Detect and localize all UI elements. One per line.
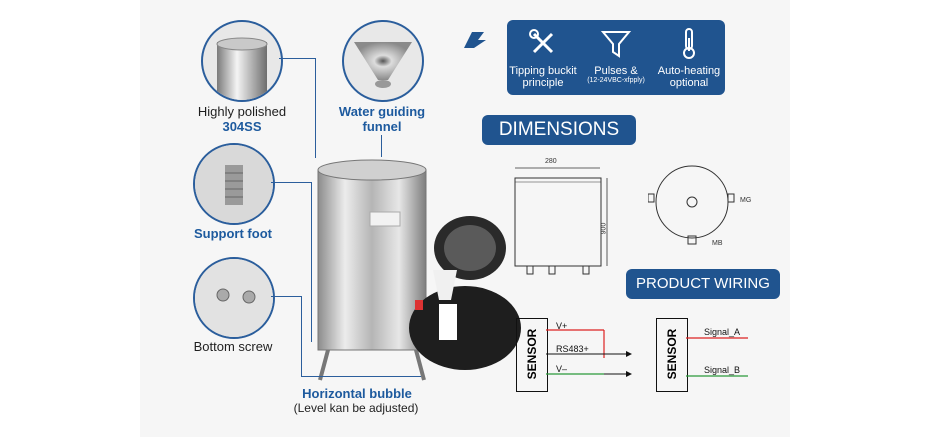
mg-label: MG [740, 197, 752, 204]
feature-title: Pulses & [594, 65, 638, 77]
wire-label-signal-b: Signal_B [704, 365, 741, 375]
feature-pulses: Pulses & (12-24VBC-xfpply) [580, 20, 652, 85]
height-dimension-label: 900 [600, 222, 608, 235]
wire-label-vplus: V+ [556, 321, 568, 331]
connector-funnel-v [381, 135, 382, 157]
gauge-lid-interior [409, 216, 521, 370]
funnel-label: Water guiding [338, 104, 426, 119]
polished-material-label: 304SS [222, 119, 262, 134]
connector-screw-h [271, 296, 301, 297]
rain-gauge-cylinder [317, 159, 427, 381]
feature-tipping-bucket: Tipping buckit principle [507, 20, 579, 89]
wire-label-signal-a: Signal_A [704, 327, 741, 337]
top-view-drawing [648, 165, 735, 245]
wire-label-rs485: RS483+ [556, 344, 589, 354]
feature-heating: Auto-heating optional [653, 20, 725, 89]
wiring-lines-rs485 [546, 329, 632, 377]
support-foot-label: Support foot [194, 226, 272, 241]
polished-detail-image [201, 20, 283, 102]
width-dimension-label: 280 [545, 158, 557, 165]
side-view-drawing [514, 167, 608, 275]
connector-foot-v [311, 182, 312, 342]
connector-bubble-h [301, 376, 421, 377]
wiring-heading: PRODUCT WIRING [626, 269, 780, 299]
bottom-screw-graphic [195, 259, 273, 337]
support-foot-graphic [195, 145, 273, 223]
connector-foot-h [271, 182, 311, 183]
connector-polished-h [279, 58, 315, 59]
sensor-box-rs485: SENSOR [516, 318, 548, 392]
wire-label-vminus: V– [556, 364, 568, 374]
funnel-label-2: funnel [362, 119, 402, 134]
sensor-box-signal: SENSOR [656, 318, 688, 392]
bubble-note: (Level kan be adjusted) [293, 401, 419, 415]
feature-sub: principle [522, 77, 564, 89]
sensor-label: SENSOR [665, 328, 679, 380]
polished-label: Highly polished [197, 104, 287, 119]
sensor-label: SENSOR [525, 328, 539, 380]
feature-sub: optional [669, 77, 709, 89]
funnel-icon [600, 31, 632, 58]
connector-screw-v [301, 296, 302, 376]
feature-title: Tipping buckit [509, 65, 577, 77]
features-banner: Tipping buckit principle Pulses & (12-24… [507, 20, 725, 95]
feature-title: Auto-heating [657, 65, 721, 77]
bottom-screw-label: Bottom screw [193, 339, 273, 354]
feature-sub: (12-24VBC-xfpply) [587, 77, 645, 84]
connector-polished-v [315, 58, 316, 158]
funnel-graphic [354, 42, 412, 88]
bubble-label: Horizontal bubble [302, 386, 412, 401]
bottom-screw-image [193, 257, 275, 339]
tools-icon [529, 29, 554, 54]
brand-logo-icon [464, 32, 486, 48]
dimensions-heading: DIMENSIONS [482, 115, 636, 145]
support-foot-image [193, 143, 275, 225]
funnel-detail-image [342, 20, 424, 102]
wiring-lines-signal [686, 337, 748, 377]
polished-cylinder-graphic [216, 37, 268, 100]
thermometer-icon [683, 28, 695, 59]
mb-label: MB [712, 240, 723, 247]
